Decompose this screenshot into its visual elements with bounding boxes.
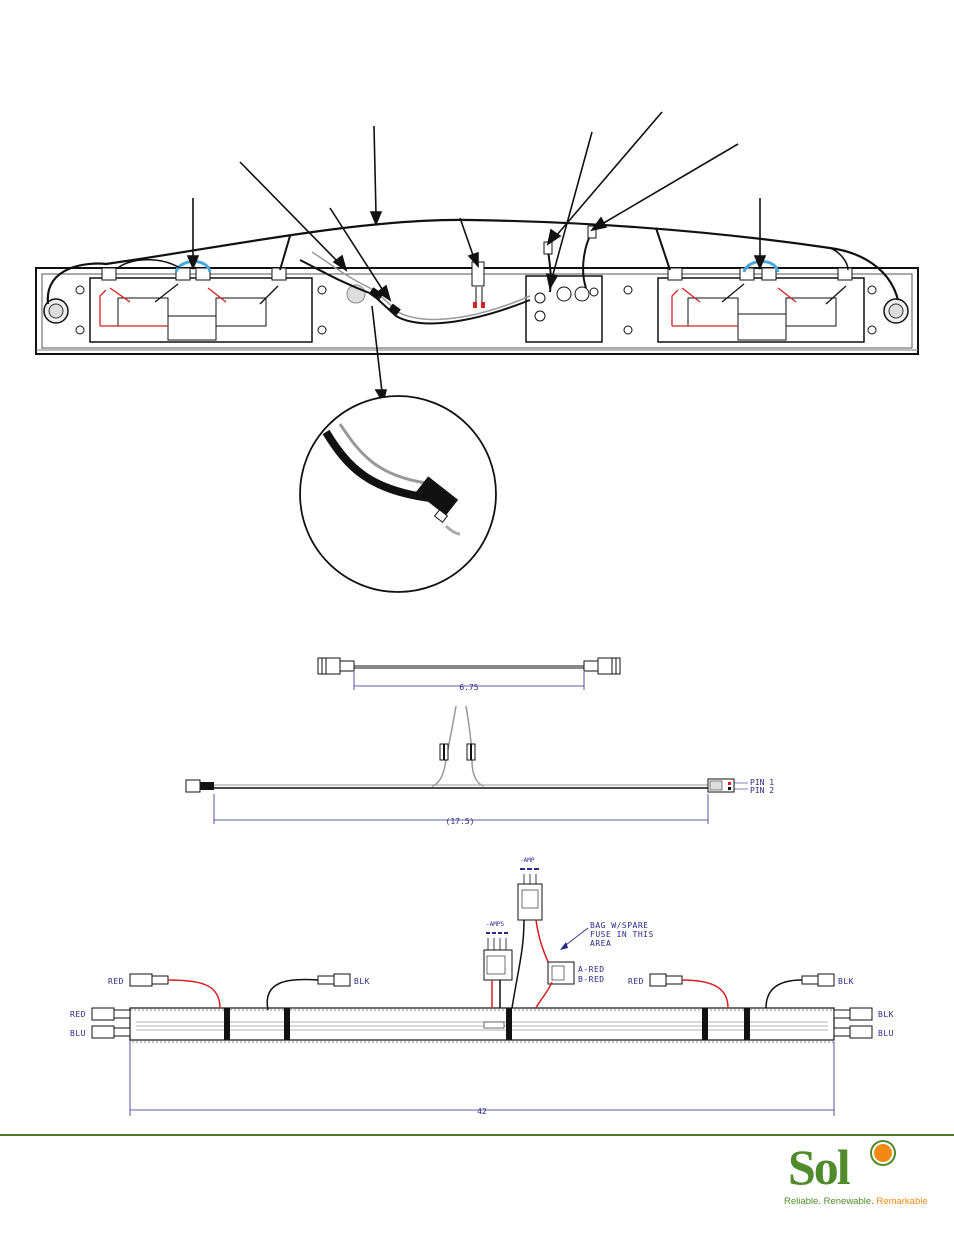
left-breakout-leads: RED BLK: [108, 974, 370, 1010]
harness-sleeve: [130, 1008, 834, 1040]
top-connector-label: -AMP: [520, 857, 535, 864]
tagline-part-2: Remarkable: [876, 1196, 927, 1207]
right-end-blk-label: BLK: [878, 1010, 894, 1019]
y-harness-dimension: (17.5): [446, 817, 475, 826]
short-jumper-cable: 6.75: [318, 658, 620, 692]
left-end-blu-label: BLU: [70, 1029, 86, 1038]
sol-logo: Sol Reliable. Renewable. Remarkable: [784, 1136, 944, 1216]
left-end-red-label: RED: [70, 1010, 86, 1019]
light-bar-assembly: [36, 112, 918, 402]
left-connector-label: -AMPS: [486, 921, 504, 928]
right-end-terminals: BLK BLU: [834, 1008, 894, 1038]
terminal-block: [526, 276, 602, 342]
logo-tagline: Reliable. Renewable. Remarkable: [784, 1196, 928, 1207]
fuse-note-line-2: FUSE IN THIS: [590, 930, 654, 939]
left-red-label: RED: [108, 977, 124, 986]
main-harness: RED BLU BLK BLU RED BLK RED: [70, 857, 894, 1116]
callout-arrows: [188, 112, 765, 402]
fuse-note-line-3: AREA: [590, 939, 611, 948]
y-harness: PIN 1 PIN 2 (17.5): [186, 706, 774, 826]
tagline-part-1: Reliable. Renewable.: [784, 1196, 876, 1207]
a-red-label: A-RED: [578, 965, 605, 974]
right-red-label: RED: [628, 977, 644, 986]
left-blk-label: BLK: [354, 977, 370, 986]
short-cable-dimension: 6.75: [459, 683, 478, 692]
main-harness-dimension: 42: [477, 1107, 487, 1116]
fuse-note-line-1: BAG W/SPARE: [590, 921, 648, 930]
sun-icon: [872, 1142, 894, 1164]
left-end-terminals: RED BLU: [70, 1008, 130, 1038]
logo-wordmark: Sol: [788, 1138, 849, 1196]
pin-2-label: PIN 2: [750, 786, 774, 795]
b-red-label: B-RED: [578, 975, 605, 984]
connector-detail-view: [300, 396, 496, 592]
right-breakout-leads: RED BLK: [628, 974, 854, 1008]
right-blk-label: BLK: [838, 977, 854, 986]
right-end-blu-label: BLU: [878, 1029, 894, 1038]
